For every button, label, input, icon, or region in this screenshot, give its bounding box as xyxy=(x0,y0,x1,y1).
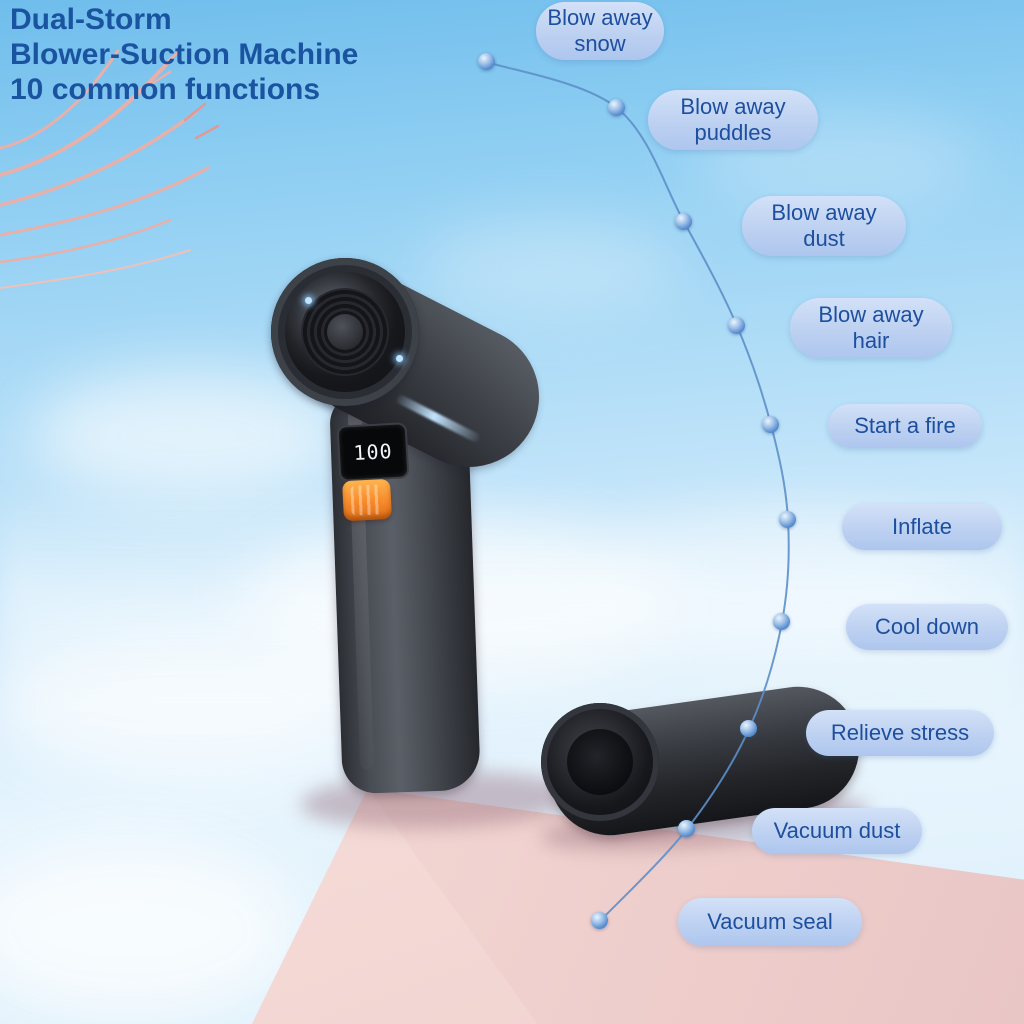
cloud xyxy=(30,370,350,500)
title-line-1: Dual-Storm xyxy=(10,3,172,36)
arc-dot xyxy=(728,317,745,334)
function-pill-blow-away-snow: Blow away snow xyxy=(536,2,664,60)
fan-face xyxy=(271,258,419,406)
function-pill-relieve-stress: Relieve stress xyxy=(806,710,994,756)
cloud xyxy=(0,630,380,780)
function-pill-blow-away-puddles: Blow away puddles xyxy=(648,90,818,150)
battery-display: 100 xyxy=(336,422,410,482)
function-pill-vacuum-seal: Vacuum seal xyxy=(678,898,862,946)
arc-dot xyxy=(740,720,757,737)
arc-dot xyxy=(675,213,692,230)
arc-dot xyxy=(678,820,695,837)
function-pill-start-a-fire: Start a fire xyxy=(828,404,982,448)
led-light xyxy=(305,297,312,304)
function-pill-cool-down: Cool down xyxy=(846,604,1008,650)
arc-dot xyxy=(762,416,779,433)
power-switch xyxy=(341,478,393,522)
cloud xyxy=(420,220,680,315)
cloud xyxy=(0,840,300,1020)
function-pill-inflate: Inflate xyxy=(842,504,1002,550)
function-pill-blow-away-dust: Blow away dust xyxy=(742,196,906,256)
arc-dot xyxy=(608,99,625,116)
arc-dot xyxy=(773,613,790,630)
led-light xyxy=(396,355,403,362)
function-pill-vacuum-dust: Vacuum dust xyxy=(752,808,922,854)
arc-dot xyxy=(779,511,796,528)
page-title: Dual-Storm Blower-Suction Machine 10 com… xyxy=(10,2,358,107)
function-pill-blow-away-hair: Blow away hair xyxy=(790,298,952,358)
title-line-2: Blower-Suction Machine xyxy=(10,38,359,71)
battery-display-value: 100 xyxy=(352,438,394,466)
lying-blower-face xyxy=(541,703,659,821)
arc-dot xyxy=(478,53,495,70)
title-line-3: 10 common functions xyxy=(10,73,321,106)
arc-dot xyxy=(591,912,608,929)
